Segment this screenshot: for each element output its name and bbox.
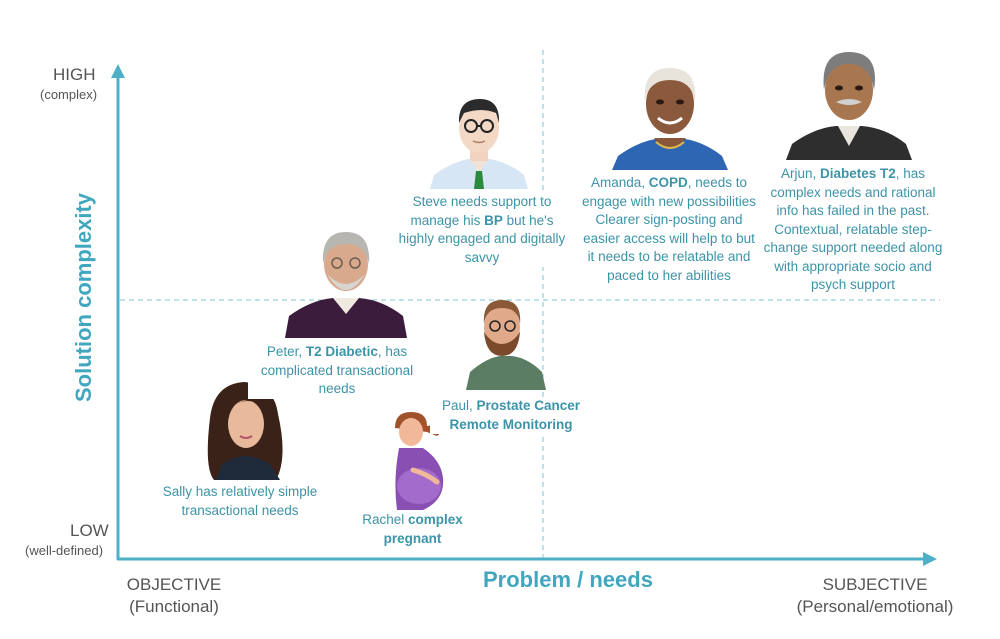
rachel-caption-part: Rachel (362, 512, 408, 527)
y-axis-title: Solution complexity (71, 192, 96, 402)
arjun-caption-part: Diabetes T2 (819, 166, 896, 181)
amanda-caption-part: COPD (648, 175, 688, 190)
y-high-sublabel: (complex) (40, 87, 98, 102)
x-right-sublabel: (Personal/emotional) (796, 597, 954, 616)
x-left-word: OBJECTIVE (126, 575, 222, 594)
sally-caption: Sally has relatively simple transactiona… (150, 483, 330, 520)
rachel-caption-part: complex pregnant (383, 512, 463, 546)
amanda-portrait-icon (612, 68, 728, 170)
steve-caption: Steve needs support to manage his BP but… (397, 193, 567, 267)
y-low-label: LOW (70, 521, 109, 540)
steve-portrait-icon (430, 99, 528, 189)
steve-caption-part: Steve needs support to manage his (410, 194, 552, 228)
paul-caption-part: Prostate Cancer Remote Monitoring (449, 398, 581, 432)
x-axis-title: Problem / needs (483, 567, 653, 592)
steve-caption-part: but he's highly engaged and digitally sa… (398, 212, 566, 265)
sally-portrait-icon (207, 382, 283, 480)
sally-caption-part: Sally has relatively simple transactiona… (162, 484, 318, 518)
arjun-caption-part: Arjun, (780, 166, 820, 181)
steve-caption-part: BP (484, 212, 503, 228)
amanda-caption-part: Amanda, (590, 175, 649, 190)
arjun-caption: Arjun, Diabetes T2, has complex needs an… (762, 165, 944, 295)
x-right-word: SUBJECTIVE (822, 575, 928, 594)
peter-caption-part: Peter, (266, 344, 306, 359)
x-axis-arrowhead (923, 552, 937, 566)
paul-caption: Paul, Prostate Cancer Remote Monitoring (430, 397, 592, 434)
x-left-label: OBJECTIVE (Functional) (118, 574, 230, 618)
y-low-sublabel: (well-defined) (25, 543, 104, 558)
x-right-label: SUBJECTIVE (Personal/emotional) (780, 574, 970, 618)
arjun-caption-part: , has complex needs and rational info ha… (763, 166, 943, 292)
rachel-caption: Rachel complex pregnant (340, 511, 485, 548)
y-axis-arrowhead (111, 64, 125, 78)
peter-caption-part: , has complicated transactional needs (260, 344, 414, 396)
peter-portrait-icon (285, 232, 407, 338)
peter-caption-part: T2 Diabetic (305, 344, 378, 359)
paul-caption-part: Paul, (441, 398, 477, 413)
amanda-caption-part: , needs to engage with new possibilities… (581, 175, 757, 283)
rachel-pregnant-icon (395, 412, 444, 510)
paul-portrait-icon (466, 300, 546, 390)
arjun-portrait-icon (786, 52, 912, 160)
x-left-sublabel: (Functional) (129, 597, 219, 616)
y-high-label: HIGH (53, 65, 96, 84)
amanda-caption: Amanda, COPD, needs to engage with new p… (580, 174, 758, 285)
peter-caption: Peter, T2 Diabetic, has complicated tran… (248, 343, 426, 399)
